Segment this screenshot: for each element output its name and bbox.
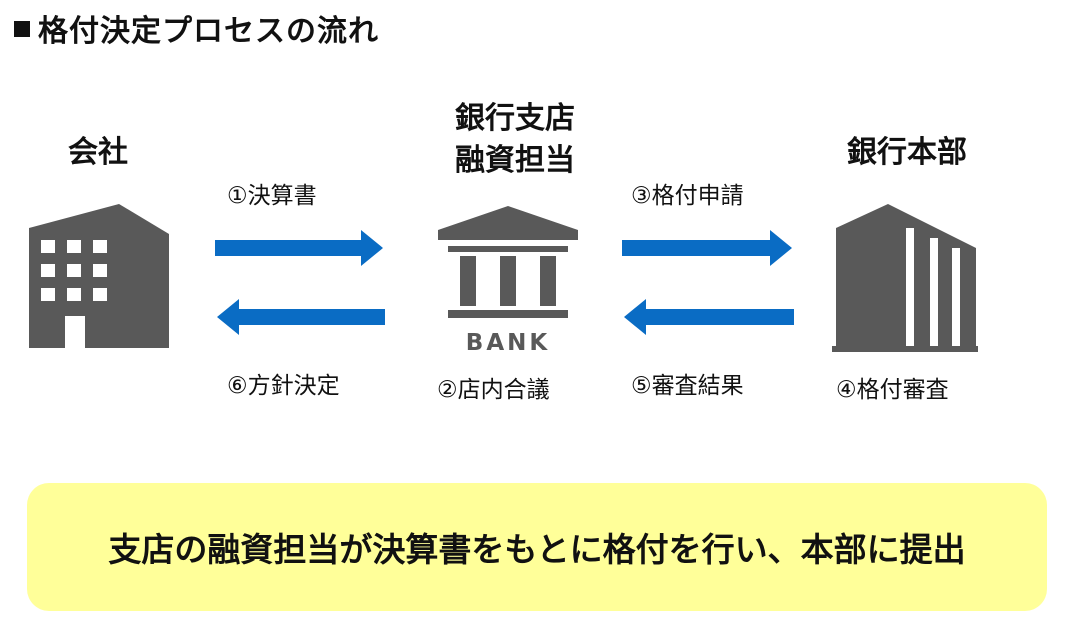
step-6-label: ⑥方針決定 [227,373,340,399]
headquarters-building-icon [828,200,980,355]
step-1-label: ①決算書 [227,183,317,209]
step-5-label: ⑤審査結果 [631,373,744,399]
summary-note: 支店の融資担当が決算書をもとに格付を行い、本部に提出 [27,483,1047,611]
branch-label-line1: 銀行支店 [455,101,575,136]
office-building-icon [19,200,171,352]
company-label: 会社 [68,135,128,170]
arrow-right-company-to-branch [215,230,383,266]
page-title-text: 格付決定プロセスの流れ [38,14,379,49]
branch-label: 銀行支店 融資担当 [430,98,600,182]
title-bullet-icon [14,21,30,37]
headquarters-label: 銀行本部 [847,135,967,170]
branch-label-line2: 融資担当 [455,143,575,178]
bank-icon-text: BANK [466,330,550,353]
step-4-label: ④格付審査 [836,377,949,403]
arrow-right-branch-to-headquarters [622,230,792,266]
step-3-label: ③格付申請 [631,183,744,209]
arrow-left-branch-to-company [217,299,385,335]
bank-icon: BANK [432,200,585,353]
page-title: 格付決定プロセスの流れ [14,6,379,50]
summary-text: 支店の融資担当が決算書をもとに格付を行い、本部に提出 [108,530,966,569]
arrow-left-headquarters-to-branch [624,299,794,335]
step-2-label: ②店内合議 [437,377,550,403]
